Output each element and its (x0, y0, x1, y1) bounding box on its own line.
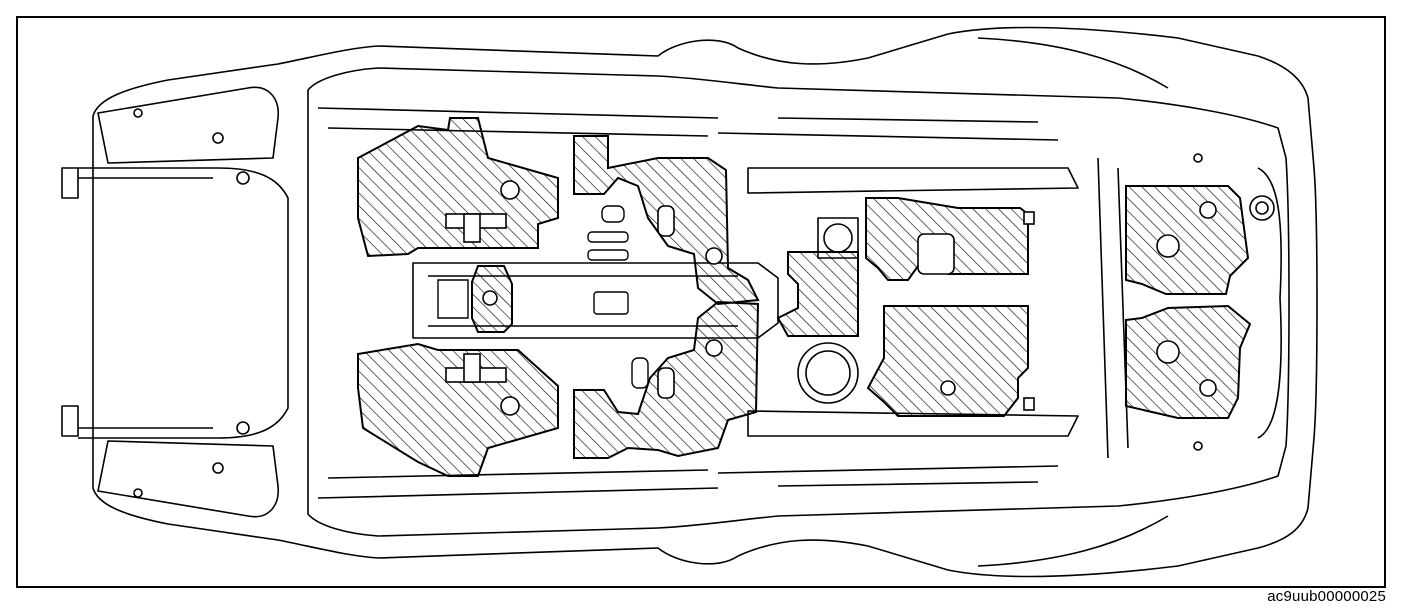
body-outline (61, 26, 1318, 578)
panel-front-left (357, 117, 559, 258)
panel-rear-upper (1125, 185, 1250, 295)
panel-center-lower (866, 305, 1029, 417)
underbody-diagram (16, 16, 1386, 588)
panel-rear-lower (1125, 304, 1252, 419)
figure-code: ac9uub00000025 (1267, 588, 1386, 605)
panel-cutouts (445, 180, 1217, 416)
tunnel-features (437, 205, 649, 389)
panel-center-strip (776, 251, 859, 337)
panel-front-right (357, 342, 559, 477)
